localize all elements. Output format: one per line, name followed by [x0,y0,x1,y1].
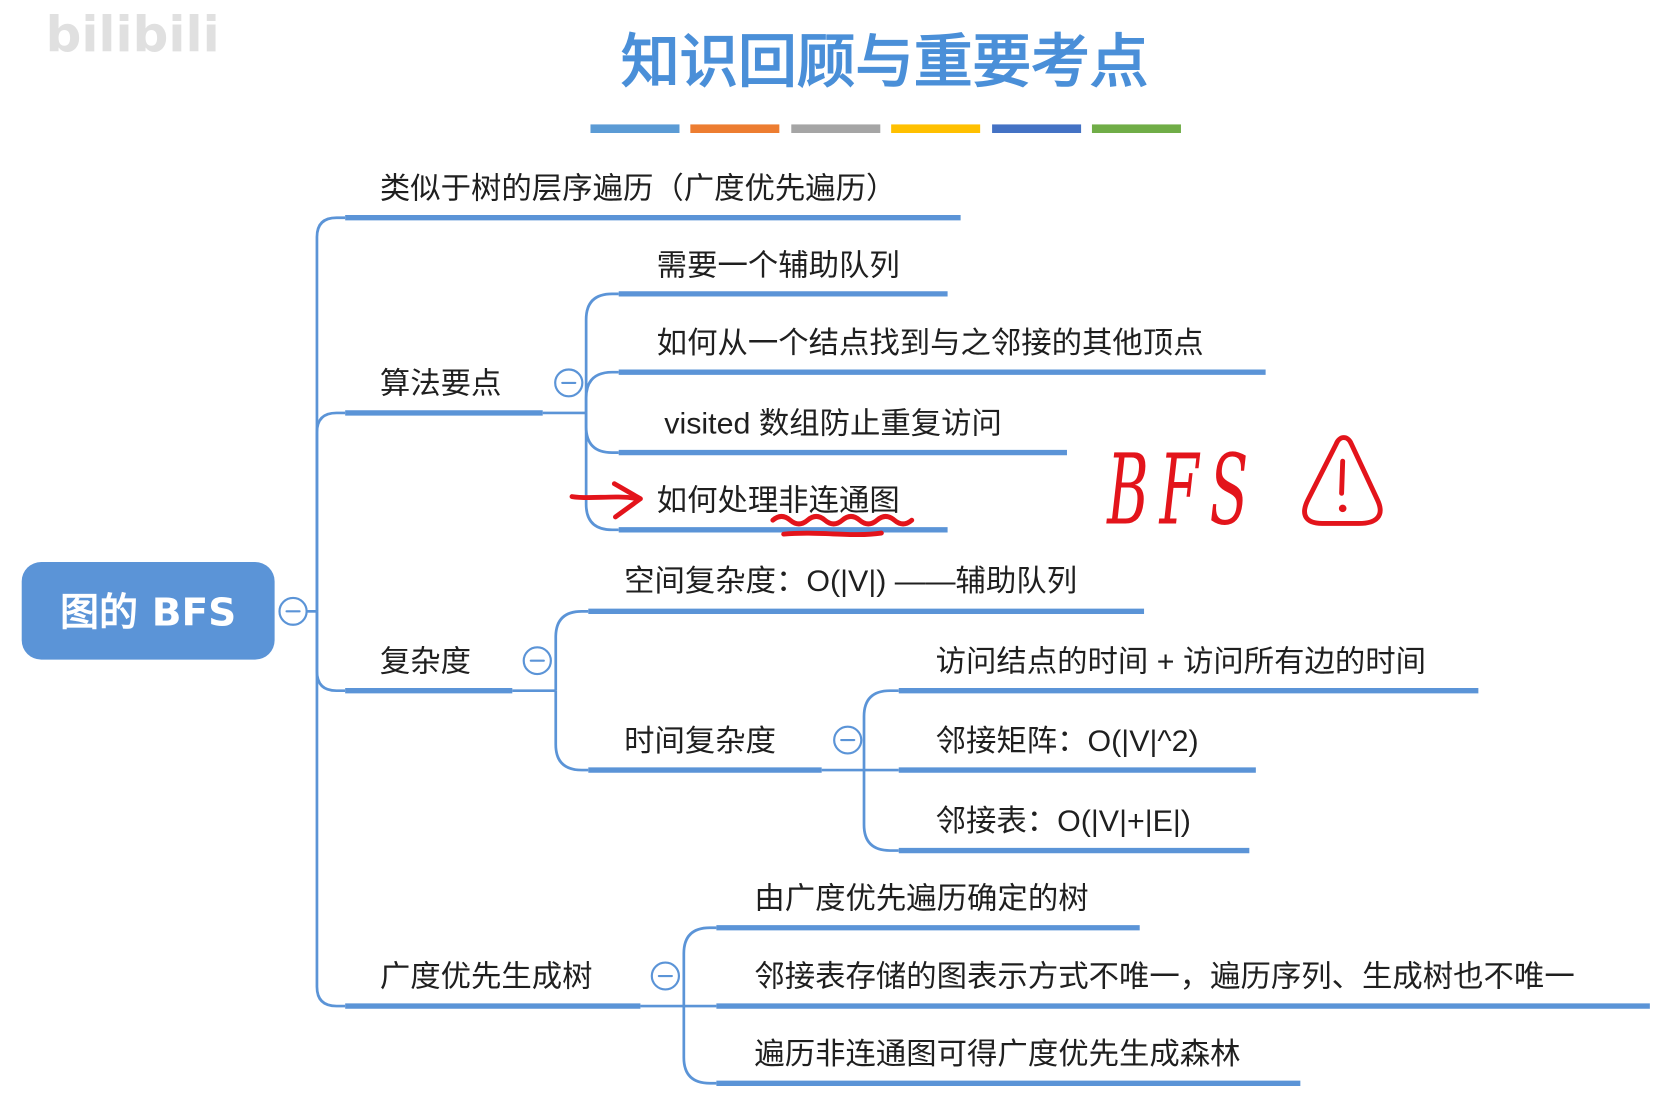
connector-line [584,370,619,413]
warning-icon [1302,435,1383,526]
watermark-logo: bilibili [46,6,220,64]
topic-find-adjacent[interactable]: 如何从一个结点找到与之邻接的其他顶点 [618,326,1266,375]
title-bar [690,124,780,133]
topic-tree-from-bfs[interactable]: 由广度优先遍历确定的树 [716,882,1140,931]
connector-line [682,926,717,1007]
topic-label: 邻接矩阵：O(|V|^2) [936,724,1199,758]
title-bar [590,124,680,133]
topic-complexity[interactable]: 复杂度 [345,645,513,694]
topic-adjacency-matrix[interactable]: 邻接矩阵：O(|V|^2) [898,724,1256,773]
connector-line [315,411,346,612]
exclamation-dot [1338,504,1347,513]
page-title: 知识回顾与重要考点 [621,28,1148,96]
connector-line [554,610,589,691]
title-bar [1091,124,1181,133]
title-color-bars [590,124,1181,133]
handwritten-note-group: BFS [1106,433,1249,547]
topic-label: 遍历非连通图可得广度优先生成森林 [754,1037,1240,1071]
handwritten-note: BFS [1106,433,1249,547]
arrow-head [611,481,643,520]
topic-label: 由广度优先遍历确定的树 [754,882,1088,916]
connector-line [584,412,619,532]
exclamation-stroke [1339,458,1346,496]
connector-line [554,690,589,772]
connector-line [862,689,899,771]
connector-line [584,292,619,413]
connectors [306,216,899,1085]
title-bar [992,124,1082,133]
warning-triangle [1302,435,1383,526]
root-topic[interactable]: 图的 BFS [21,562,275,660]
connector-line [682,1006,717,1085]
time-complexity-collapse-toggle[interactable] [833,725,863,755]
title-bar [791,124,881,133]
topic-label: 邻接表存储的图表示方式不唯一，遍历序列、生成树也不唯一 [754,960,1574,994]
arrow-shaft [569,494,641,502]
topic-spanning-forest[interactable]: 遍历非连通图可得广度优先生成森林 [716,1037,1301,1086]
topic-label: 时间复杂度 [624,724,776,758]
algorithm-points-collapse-toggle[interactable] [554,368,584,398]
root-topic-box [21,562,275,660]
topic-label: 复杂度 [380,645,471,679]
connector-line [862,770,899,852]
topic-label: 访问结点的时间 + 访问所有边的时间 [936,645,1426,679]
connector-line [584,412,619,454]
topic-label: 邻接表：O(|V|+|E|) [936,804,1191,838]
root-topic-label: 图的 BFS [60,591,236,636]
topic-space-complexity[interactable]: 空间复杂度：O(|V|) ——辅助队列 [588,564,1145,615]
root-collapse-toggle[interactable] [278,596,308,626]
topic-auxiliary-queue[interactable]: 需要一个辅助队列 [618,249,948,297]
topic-label: 如何处理非连通图 [657,484,900,518]
topic-time-breakdown[interactable]: 访问结点的时间 + 访问所有边的时间 [898,645,1479,694]
wavy-underline-icon [770,514,915,537]
connector-line [315,611,346,693]
topic-time-complexity[interactable]: 时间复杂度 [588,724,822,773]
wavy-stroke [781,530,884,537]
topic-adjacency-list[interactable]: 邻接表：O(|V|+|E|) [898,804,1250,854]
topic-label: 如何从一个结点找到与之邻接的其他顶点 [657,326,1204,360]
topic-bfs-level-order[interactable]: 类似于树的层序遍历（广度优先遍历） [345,172,961,221]
topic-label: 广度优先生成树 [380,960,593,994]
topic-label: 算法要点 [380,367,502,401]
topic-disconnected-graph[interactable]: 如何处理非连通图 [618,484,948,533]
topic-bfs-spanning-tree[interactable]: 广度优先生成树 [345,960,641,1009]
topic-label: 空间复杂度：O(|V|) ——辅助队列 [624,564,1077,598]
title-bar [891,124,981,133]
connector-line [315,611,346,1008]
topic-label: visited 数组防止重复访问 [664,406,1002,440]
topic-visited-array[interactable]: visited 数组防止重复访问 [618,406,1067,456]
topic-not-unique[interactable]: 邻接表存储的图表示方式不唯一，遍历序列、生成树也不唯一 [716,960,1650,1009]
arrow-icon [569,481,643,520]
connector-line [315,216,346,612]
topic-label: 类似于树的层序遍历（广度优先遍历） [380,172,897,206]
complexity-collapse-toggle[interactable] [522,646,552,676]
spanning-tree-collapse-toggle[interactable] [650,961,681,991]
wavy-stroke [770,514,915,527]
topic-label: 需要一个辅助队列 [657,249,900,283]
handwritten-annotations: BFS [569,433,1383,547]
topic-algorithm-points[interactable]: 算法要点 [345,367,543,416]
